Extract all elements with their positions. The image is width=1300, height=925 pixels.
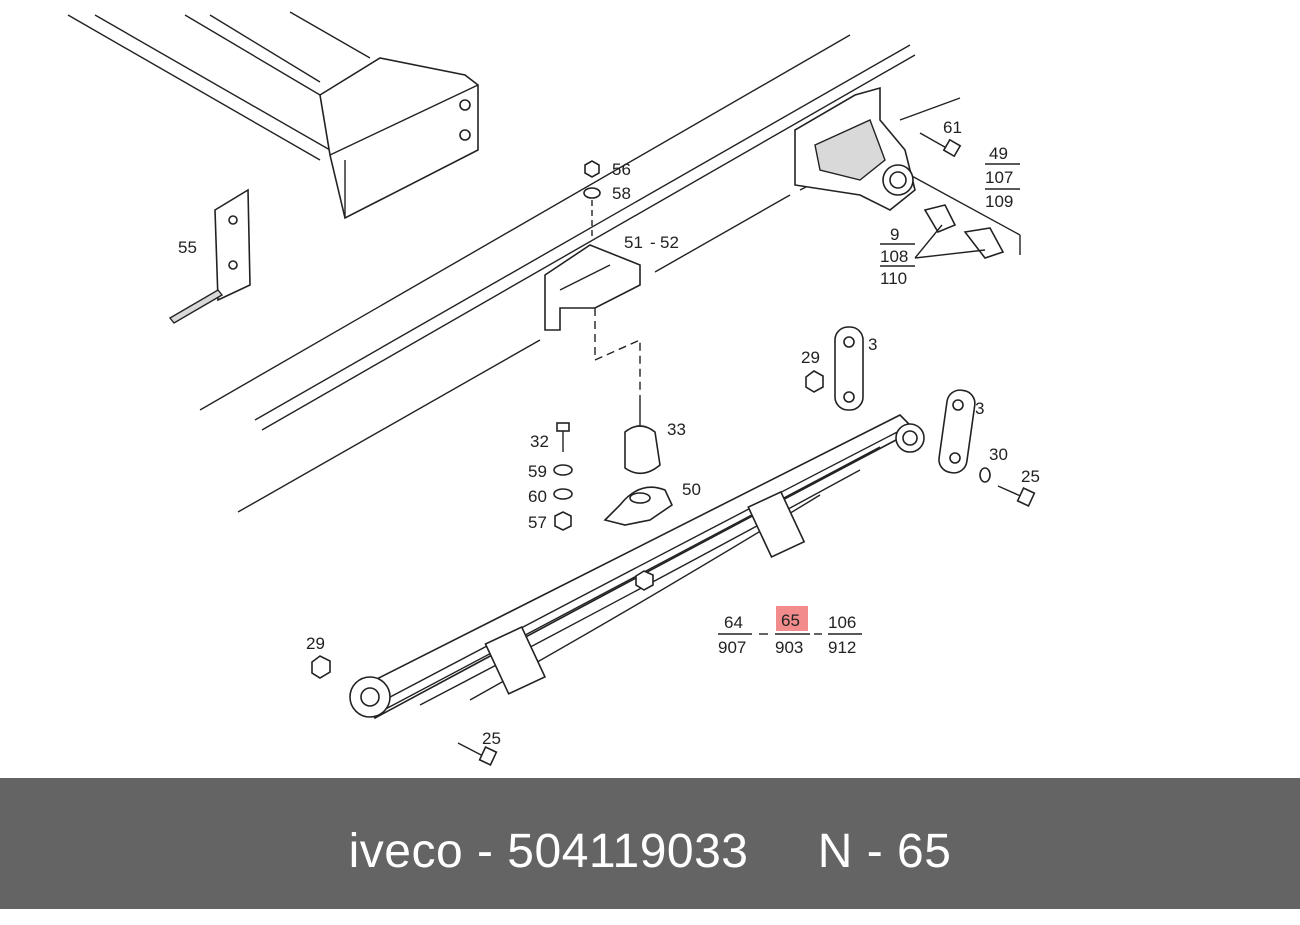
- label-29-upper: 29: [801, 348, 820, 367]
- shackle-links-part-3: [834, 326, 976, 474]
- label-61: 61: [943, 118, 962, 137]
- label-907: 907: [718, 638, 746, 657]
- footer-bar: iveco - 504119033 N - 65: [0, 778, 1300, 909]
- highlight-65: [776, 606, 808, 631]
- label-64: 64: [724, 613, 743, 632]
- label-9: 9: [890, 225, 899, 244]
- label-25-upper: 25: [1021, 467, 1040, 486]
- hardware-29-25-lower: [311, 655, 498, 766]
- caption-separator: -: [463, 825, 508, 878]
- label-57: 57: [528, 513, 547, 532]
- bolt-part-61: [919, 132, 962, 158]
- bolt-stack-32-59-60-57: [553, 422, 573, 531]
- part-caption: iveco - 504119033 N - 65: [0, 778, 1300, 909]
- label-903: 903: [775, 638, 803, 657]
- callout-labels: 55 56 58 51 - 52 61 49 107 109 9 108 110…: [178, 118, 1040, 748]
- label-109: 109: [985, 192, 1013, 211]
- mount-bracket-part-51-52: [544, 244, 641, 390]
- label-55: 55: [178, 238, 197, 257]
- label-52: 52: [660, 233, 679, 252]
- label-60: 60: [528, 487, 547, 506]
- label-32: 32: [530, 432, 549, 451]
- label-3-left: 3: [868, 335, 877, 354]
- label-56: 56: [612, 160, 631, 179]
- bump-stop-part-33: [624, 395, 661, 475]
- label-29-lower: 29: [306, 634, 325, 653]
- stop-plate-part-50: [603, 486, 674, 526]
- caption-gap: [749, 825, 818, 878]
- label-107: 107: [985, 168, 1013, 187]
- spring-hanger-49: [794, 86, 916, 211]
- label-912: 912: [828, 638, 856, 657]
- label-3-right: 3: [975, 399, 984, 418]
- position-separator: -: [852, 825, 898, 878]
- bushings-9-108-110: [914, 204, 1005, 259]
- label-65: 65: [781, 611, 800, 630]
- label-25-lower: 25: [482, 729, 501, 748]
- parts-diagram: 55 56 58 51 - 52 61 49 107 109 9 108 110…: [67, 11, 1040, 766]
- label-106: 106: [828, 613, 856, 632]
- nut-washer-56-58: [583, 160, 601, 240]
- label-108: 108: [880, 247, 908, 266]
- leaf-spring-assembly: [349, 414, 925, 720]
- label-50: 50: [682, 480, 701, 499]
- fraction-lines: [718, 163, 1020, 635]
- position-label: N: [817, 825, 853, 878]
- label-58: 58: [612, 184, 631, 203]
- label-110: 110: [880, 269, 907, 288]
- label-33: 33: [667, 420, 686, 439]
- label-59: 59: [528, 462, 547, 481]
- label-30: 30: [989, 445, 1008, 464]
- label-dash-51-52: -: [650, 233, 656, 252]
- hardware-29-30-25-upper: [805, 370, 1036, 507]
- angle-bracket-part-55: [168, 188, 251, 324]
- label-51: 51: [624, 233, 643, 252]
- label-49: 49: [989, 144, 1008, 163]
- frame-rail: [67, 11, 1021, 513]
- part-number: 504119033: [507, 825, 749, 878]
- brand-name: iveco: [348, 825, 464, 878]
- position-number: 65: [897, 825, 952, 878]
